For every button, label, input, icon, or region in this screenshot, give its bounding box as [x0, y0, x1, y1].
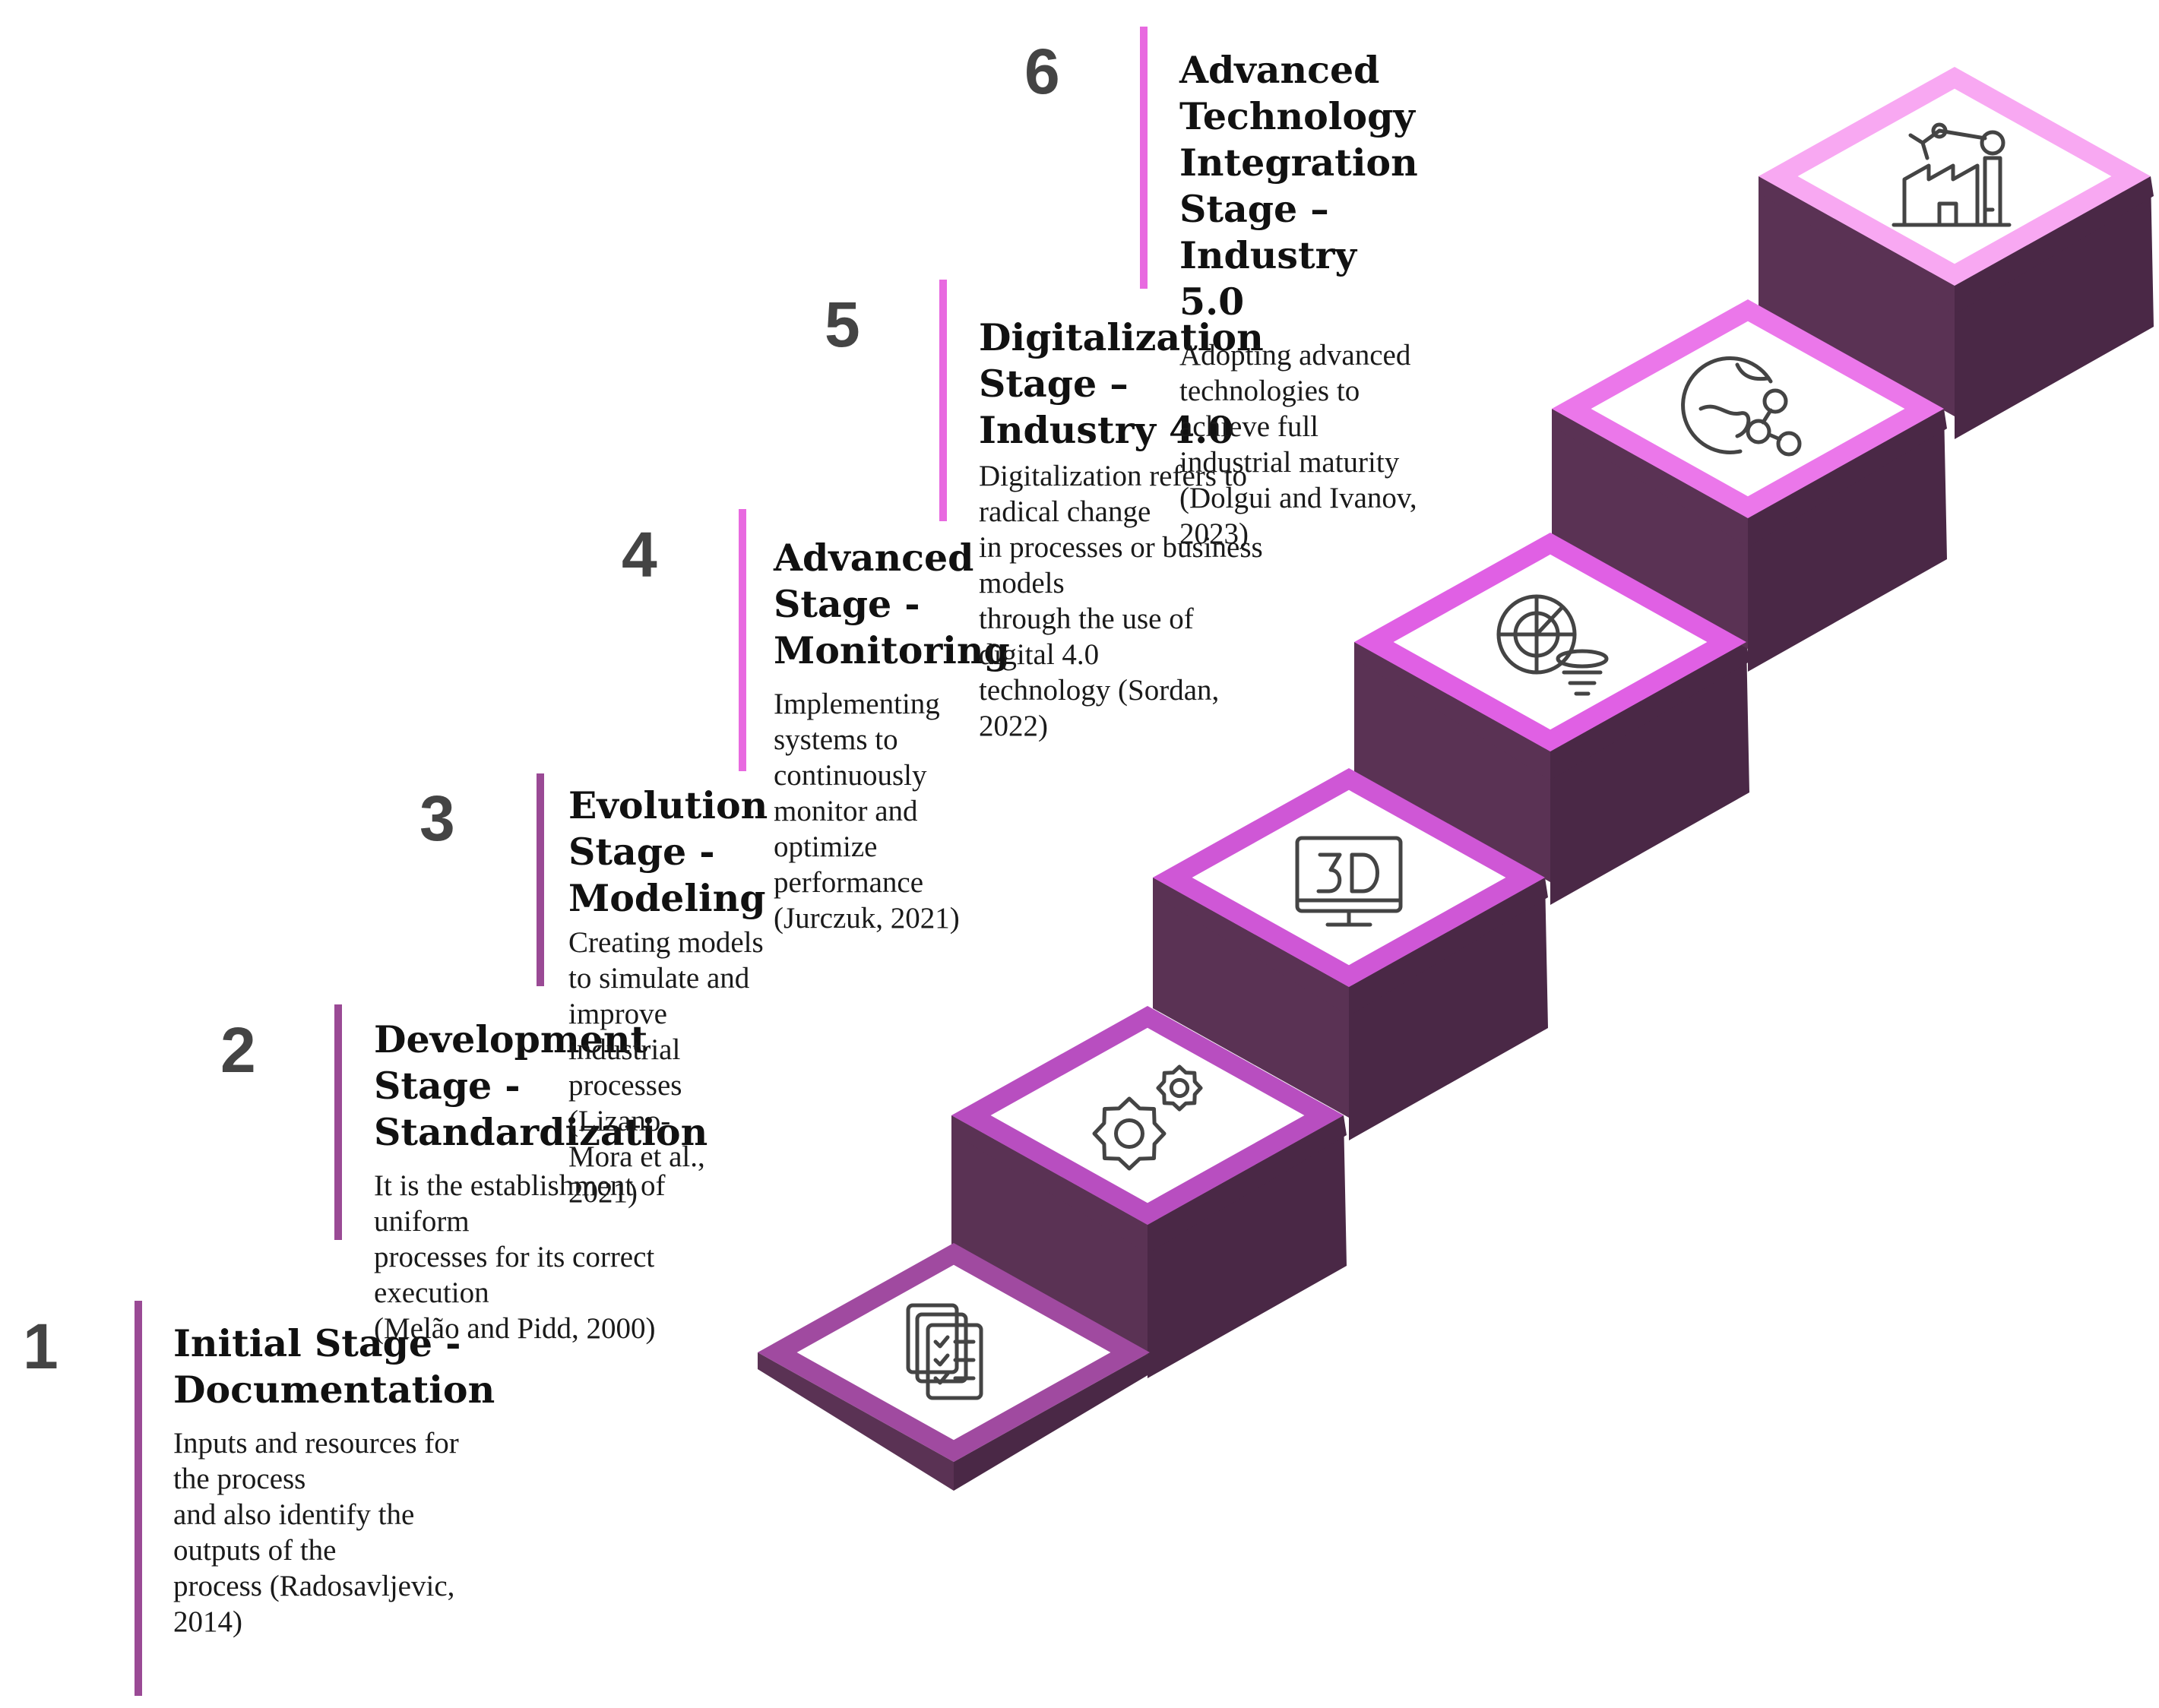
stage-desc-line: and also identify the outputs of the [173, 1498, 415, 1567]
stage-title-line: Advanced Technology [1179, 48, 1415, 138]
stage-description: It is the establishment of uniform proce… [374, 1168, 708, 1346]
step-slab-side [758, 1352, 954, 1491]
stage-number: 4 [622, 519, 657, 590]
stage-number: 2 [220, 1014, 256, 1086]
step-riser [1550, 642, 1749, 905]
step-riser [1748, 409, 1947, 672]
stage-description: Creating models to simulate and improve … [568, 925, 768, 1210]
stage-desc-line: monitor and optimize performance [774, 795, 924, 899]
step-riser [951, 1115, 1148, 1355]
step-riser [1759, 176, 1955, 416]
step-slab-side [1148, 1115, 1347, 1254]
globe-network-icon [1681, 356, 1802, 457]
stage-desc-line: achieve full industrial maturity [1179, 410, 1400, 479]
radar-funnel-icon [1496, 594, 1609, 696]
step-slab-side [1153, 878, 1349, 1016]
stage-description: Inputs and resources for the process and… [173, 1425, 495, 1640]
stage-desc-line: Adopting advanced technologies to [1179, 339, 1411, 407]
stage-description: Digitalization refers to radical change … [979, 458, 1264, 744]
step-riser [1552, 409, 1748, 649]
stage-title-line: Monitoring [774, 628, 1010, 672]
stage-title: Advanced Technology Integration Stage – … [1179, 47, 1418, 325]
stage-title-line: Standardization [374, 1110, 708, 1154]
stage-desc-line: (Dolgui and Ivanov, 2023) [1179, 482, 1417, 550]
stage-title-line: Initial Stage - [173, 1321, 461, 1365]
stage-desc-line: in processes or business models [979, 531, 1263, 599]
step-riser [1955, 176, 2154, 439]
smart-factory-icon [1891, 122, 2012, 227]
stage-desc-line: processes for its correct execution [374, 1241, 655, 1309]
step-riser [1349, 878, 1548, 1140]
step-slab-side [954, 1352, 1153, 1491]
stage-description: Adopting advanced technologies to achiev… [1179, 337, 1418, 552]
stage-description: Implementing systems to continuously mon… [774, 686, 1010, 936]
step-riser [1148, 1115, 1347, 1378]
step-slab-side [1748, 409, 1947, 547]
stage-divider [334, 1004, 342, 1240]
stage-divider [1140, 27, 1148, 289]
stage-number: 1 [23, 1311, 59, 1382]
step-top-face [1393, 554, 1708, 730]
step-slab-side [1550, 642, 1749, 780]
stage-desc-line: Digitalization refers to radical change [979, 460, 1248, 528]
stage-desc-line: process (Radosavljevic, 2014) [173, 1570, 455, 1638]
stage-title-line: Integration Stage – Industry 5.0 [1179, 141, 1418, 324]
step-slab-side [1354, 642, 1550, 780]
stage-number: 3 [419, 783, 455, 854]
stage-title: Evolution Stage - Modeling [568, 783, 768, 922]
stage-desc-line: technology (Sordan, 2022) [979, 674, 1220, 742]
step-slab-side [1759, 176, 1955, 315]
stage-divider [939, 280, 947, 521]
stage-desc-line: through the use of digital 4.0 [979, 603, 1194, 671]
stage-title: Digitalization Stage – Industry 4.0 [979, 315, 1264, 454]
3d-monitor-icon [1295, 836, 1403, 927]
step-slab-side [1349, 878, 1548, 1016]
checklist-documents-icon [906, 1303, 983, 1400]
step-top-face [1192, 789, 1506, 966]
stage-title: Advanced Stage - Monitoring [774, 535, 1010, 674]
stage-desc-line: Inputs and resources for the process [173, 1427, 459, 1495]
step-top-face [990, 1027, 1305, 1204]
stage-title-line: Evolution Stage - [568, 783, 768, 874]
stage-title-line: Documentation [173, 1368, 495, 1412]
stage-desc-line: Mora et al., 2021) [568, 1140, 705, 1209]
stage-title-line: Advanced Stage - [774, 536, 974, 626]
stage-divider [135, 1301, 142, 1696]
stage-title-line: Development Stage - [374, 1017, 648, 1108]
step-riser [1354, 642, 1550, 882]
stage-desc-line: (Melão and Pidd, 2000) [374, 1312, 656, 1345]
stage-title: Initial Stage - Documentation [173, 1321, 495, 1413]
step-riser [1153, 878, 1349, 1118]
stage-title: Development Stage - Standardization [374, 1017, 708, 1156]
stage-number: 5 [825, 289, 860, 360]
stage-title-line: Digitalization Stage – Industry 4.0 [979, 315, 1264, 452]
stage-desc-line: Creating models to simulate and [568, 926, 764, 995]
stage-divider [739, 509, 746, 771]
step-slab-side [1552, 409, 1748, 547]
stage-title-line: Modeling [568, 876, 766, 920]
step-slab-side [951, 1115, 1148, 1254]
step-slab-side [1955, 176, 2154, 315]
stage-desc-line: Implementing systems to continuously [774, 688, 940, 792]
step-top-face [1591, 321, 1905, 497]
stage-number: 6 [1024, 36, 1060, 107]
stage-desc-line: (Jurczuk, 2021) [774, 902, 960, 935]
gears-icon [1092, 1064, 1203, 1171]
stage-desc-line: improve industrial processes (Lizano- [568, 998, 682, 1137]
stage-divider [537, 773, 544, 986]
step-top-face [796, 1264, 1111, 1441]
stage-desc-line: It is the establishment of uniform [374, 1169, 666, 1238]
